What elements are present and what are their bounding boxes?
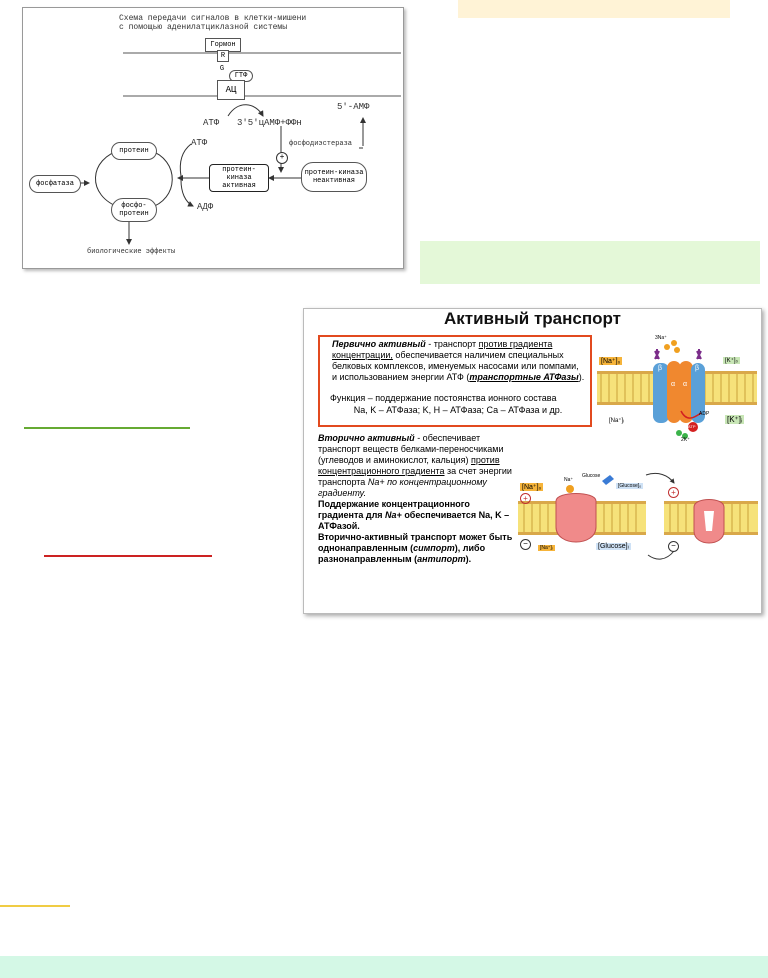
biological-effects-label: биологические эффекты (87, 248, 176, 256)
adp-fig-label: ADP (699, 411, 710, 417)
phosphatase-box: фосфатаза (29, 175, 81, 193)
glucose-out-label: [Glucose]₀ (616, 483, 644, 489)
red-underline (44, 555, 212, 557)
yellow-band (458, 0, 730, 18)
alpha-label-2: α (683, 381, 688, 388)
function-line-2: Na, K – АТФаза; K, H – АТФаза; Са – АТФа… (353, 405, 563, 415)
glucose-label: Glucose (582, 473, 601, 479)
green-underline (24, 427, 190, 429)
adenylate-cyclase-scheme: Схема передачи сигналов в клетки-мишени … (22, 7, 404, 269)
k-out-label: [K⁺]₀ (723, 357, 740, 364)
plus-symbol-2: + (668, 487, 679, 498)
na-in-label: [Na⁺]ᵢ (607, 417, 627, 424)
alpha-label-1: α (671, 381, 676, 388)
adp-label: АДФ (197, 202, 214, 212)
yellow-underline (0, 905, 70, 907)
beta-label-2: β (695, 365, 700, 372)
atp-mid-label: АТФ (191, 138, 208, 148)
na-ion-label: Na⁺ (564, 477, 574, 483)
camp-label: 3'5'цАМФ+ФФн (237, 118, 302, 128)
bottom-band (0, 956, 768, 978)
plus-symbol-1: + (520, 493, 531, 504)
na-glucose-symport-figure: [Na⁺]₀ Na⁺ Glucose [Glucose]₀ [Na⁺]ᵢ [Gl… (518, 471, 758, 563)
beta-label-1: β (658, 365, 663, 372)
glucose-in-label: [Glucose]ᵢ (596, 543, 631, 550)
atp-fig-label: ATP (688, 424, 696, 429)
atp-top-label: АТФ (203, 118, 220, 128)
slide-title: Активный транспорт (444, 309, 621, 328)
phosphodiesterase-label: фосфодиэстераза (289, 140, 353, 148)
phosphoprotein-box: фосфо-протеин (111, 198, 157, 222)
adenylate-cyclase-box: АЦ (217, 80, 245, 100)
kinase-inactive-box: протеин-киназа неактивная (301, 162, 367, 192)
na-out-label-2: [Na⁺]₀ (520, 483, 544, 491)
primary-transport-frame (318, 335, 592, 427)
plus-sign: + (276, 152, 288, 164)
symport-illustration (518, 472, 758, 560)
na-out-label: [Na⁺]₀ (599, 357, 623, 365)
protein-box: протеин (111, 142, 157, 160)
g-protein-box: G (219, 65, 225, 73)
minus-symbol-2: − (668, 541, 679, 552)
amp-label: 5'-АМФ (337, 102, 370, 112)
kinase-active-box: протеин-киназа активная (209, 164, 269, 192)
na-in-label-2: [Na⁺]ᵢ (538, 545, 555, 551)
na3-label: 3Na⁺ (655, 335, 667, 341)
minus-symbol-1: − (520, 539, 531, 550)
k-in-label: [K⁺]ᵢ (725, 415, 745, 424)
na-k-atpase-figure: [Na⁺]₀ [K⁺]₀ [Na⁺]ᵢ [K⁺]ᵢ 3Na⁺ 2K⁺ ADP A… (597, 335, 757, 443)
active-transport-slide: Активный транспорт Первично активный - т… (303, 308, 762, 614)
green-band (420, 241, 760, 284)
primary-transport-text: Первично активный - транспорт против гра… (332, 339, 585, 382)
k2-label: 2K⁺ (681, 437, 690, 443)
secondary-transport-text: Вторично активный - обеспечивает транспо… (318, 433, 513, 564)
na-k-atpase-illustration (597, 340, 757, 439)
function-line-1: Функция – поддержание постоянства ионног… (330, 393, 557, 403)
receptor-box: R (217, 50, 229, 62)
scheme-title: Схема передачи сигналов в клетки-мишени … (119, 14, 307, 32)
